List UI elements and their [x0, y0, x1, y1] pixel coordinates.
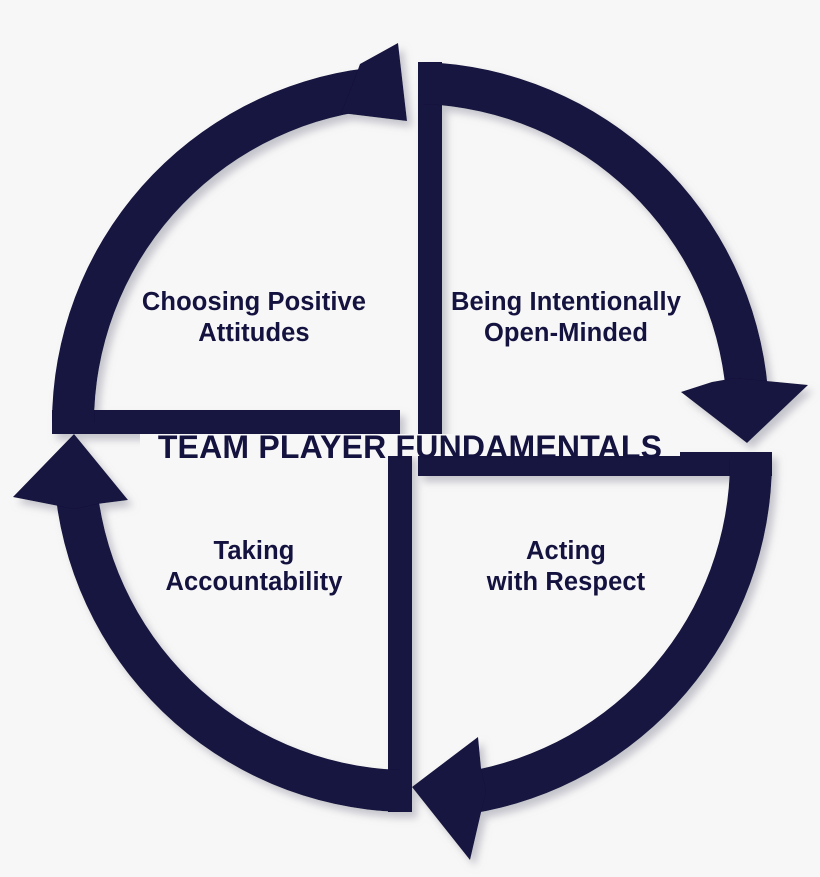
quadrant-arrow-top-left: [51, 43, 407, 434]
arc-band-top-left: [51, 68, 372, 425]
arrowhead-down-right: [681, 378, 808, 443]
quadrant-arrow-top-right: [418, 62, 808, 443]
diagram-center-title: TEAM PLAYER FUNDAMENTALS: [157, 429, 663, 465]
radial-bar-top-left-horizontal: [52, 410, 400, 434]
title-backing-band: [140, 434, 680, 456]
arrowhead-down-left: [412, 737, 486, 860]
quadrant-arrow-bottom-right: [412, 452, 773, 860]
arc-band-top-right: [424, 62, 768, 394]
arc-band-bottom-left: [54, 474, 400, 812]
arrowhead-up-right: [341, 43, 407, 121]
radial-bar-bottom-right-horizontal: [418, 452, 772, 476]
radial-bar-bottom-left-vertical: [388, 452, 412, 812]
quadrant-arrow-bottom-left: [13, 434, 412, 812]
quadrant-label-taking-accountability: Taking Accountability: [165, 537, 343, 597]
quadrant-label-acting-with-respect: Acting with Respect: [486, 537, 646, 597]
arrowhead-up-left: [13, 434, 128, 509]
radial-bar-top-right-vertical: [418, 62, 442, 434]
quadrant-label-choosing-positive-attitudes: Choosing Positive Attitudes: [141, 288, 367, 348]
quadrant-label-being-intentionally-open-minded: Being Intentionally Open-Minded: [451, 288, 681, 348]
arc-band-bottom-right: [464, 460, 773, 814]
arrow-group: [13, 43, 808, 860]
